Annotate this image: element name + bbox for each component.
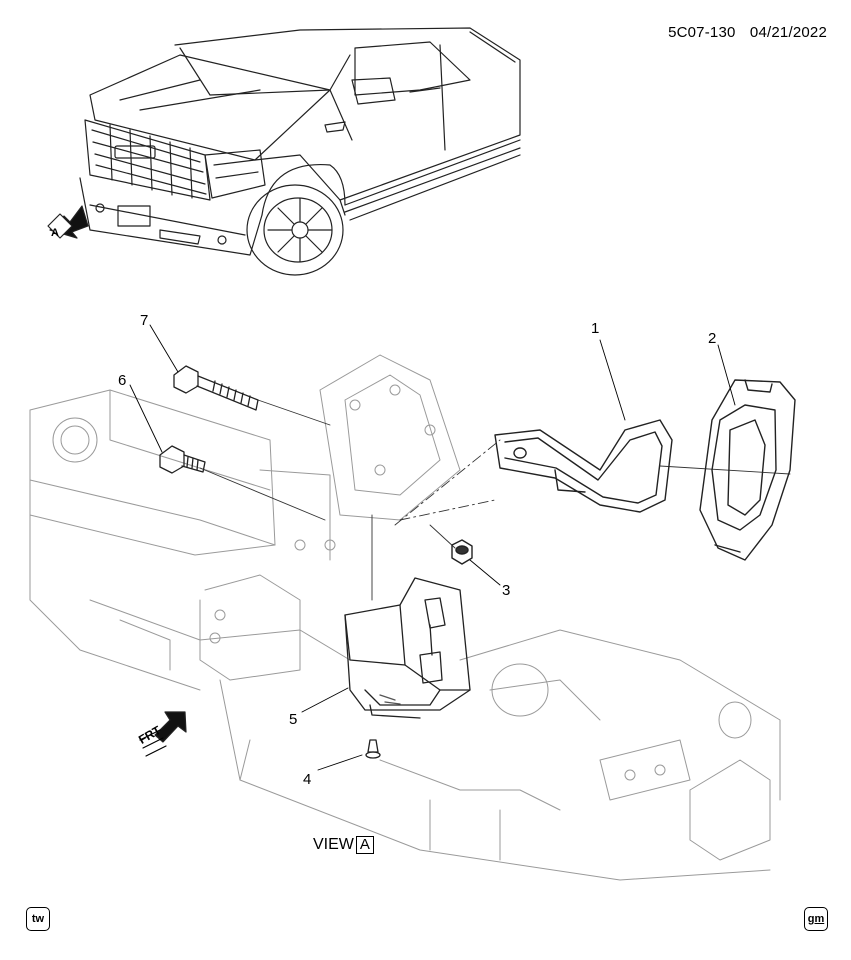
nut-part-3 [451,539,473,565]
truck-illustration [79,27,521,276]
callout-3: 3 [502,582,511,599]
view-label-ref: A [355,836,374,854]
view-label-text: VIEW [313,836,354,853]
frt-arrow [139,711,187,757]
clip-part-4 [365,739,381,759]
gm-logo-icon: gm [804,907,828,931]
callout-7: 7 [140,312,149,329]
callout-1: 1 [591,320,600,337]
tw-badge-icon: tw [26,907,50,931]
leader-lines [199,399,791,601]
view-arrow-label: A [51,227,59,239]
callout-6: 6 [118,372,127,389]
callout-2: 2 [708,330,717,347]
tow-hook-part-1 [494,419,673,513]
callout-4: 4 [303,771,312,788]
view-a-arrow [47,205,89,239]
bolt-part-6 [159,445,206,474]
diagram-header: 5C07-130 04/21/2022 [658,24,827,41]
bolt-part-7 [173,365,259,411]
callout-leaders [129,324,736,771]
bezel-part-2 [699,379,796,561]
diagram-date: 04/21/2022 [749,24,827,41]
bracket-part-5 [344,577,471,719]
vehicle-frame [29,354,781,881]
diagram-code: 5C07-130 [668,24,736,41]
callout-5: 5 [289,711,298,728]
view-label: VIEW A [313,836,374,854]
